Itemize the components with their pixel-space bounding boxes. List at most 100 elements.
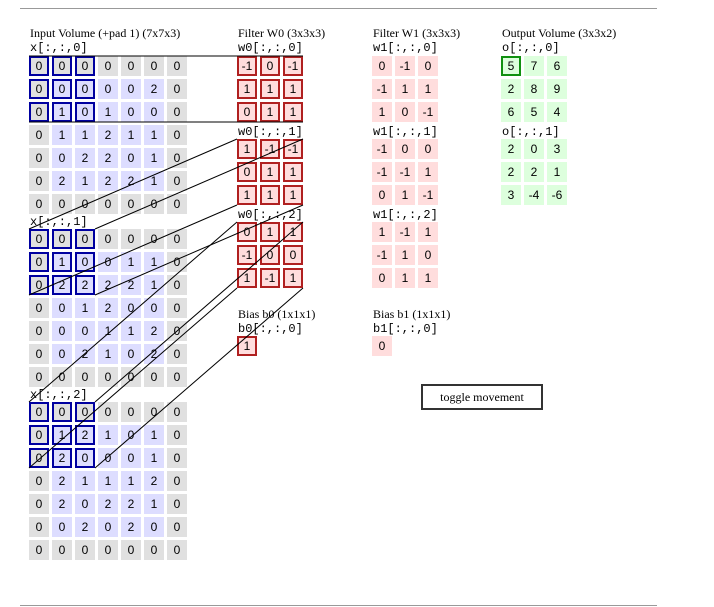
grid-cell: 1 (98, 344, 118, 364)
grid-cell: 0 (98, 517, 118, 537)
grid-cell: 0 (372, 185, 392, 205)
grid-cell: 2 (75, 275, 95, 295)
grid-cell: -1 (418, 102, 438, 122)
grid-cell: 2 (98, 275, 118, 295)
grid-cell: 2 (75, 425, 95, 445)
grid-cell: 0 (52, 344, 72, 364)
grid-cell: 0 (144, 367, 164, 387)
grid-cell: 1 (283, 79, 303, 99)
grid-cell: 0 (75, 367, 95, 387)
w0-slice-label: w0[:,:,2] (238, 208, 303, 222)
grid-cell: 0 (29, 275, 49, 295)
grid-cell: -1 (260, 139, 280, 159)
grid-cell: 0 (52, 148, 72, 168)
grid-cell: 0 (52, 517, 72, 537)
grid-cell: 2 (52, 494, 72, 514)
grid-cell: 2 (98, 298, 118, 318)
grid-cell: 0 (75, 194, 95, 214)
grid-cell: 0 (29, 471, 49, 491)
grid-cell: 1 (98, 321, 118, 341)
grid-cell: 0 (52, 540, 72, 560)
grid-cell: -1 (237, 245, 257, 265)
grid-cell: 0 (144, 517, 164, 537)
grid-cell: -6 (547, 185, 567, 205)
grid-cell: 1 (52, 252, 72, 272)
input-volume-title: Input Volume (+pad 1) (7x7x3) (30, 26, 181, 40)
grid-cell: 0 (167, 425, 187, 445)
grid-cell: 9 (547, 79, 567, 99)
grid-cell: 0 (29, 367, 49, 387)
output-slice-label: o[:,:,0] (502, 41, 560, 55)
grid-cell: 1 (395, 245, 415, 265)
grid-cell: 0 (121, 367, 141, 387)
grid-cell: 0 (29, 425, 49, 445)
grid-cell: 0 (75, 79, 95, 99)
grid-cell: 1 (395, 268, 415, 288)
grid-cell: 1 (260, 162, 280, 182)
filter-w0-title: Filter W0 (3x3x3) (238, 26, 326, 40)
grid-cell: -1 (372, 162, 392, 182)
grid-cell: -1 (372, 139, 392, 159)
grid-cell: 0 (121, 102, 141, 122)
grid-cell: 0 (144, 56, 164, 76)
grid-cell: 0 (75, 540, 95, 560)
grid-cell: 2 (98, 494, 118, 514)
grid-cell: 0 (98, 252, 118, 272)
grid-cell: 1 (418, 162, 438, 182)
grid-cell: 2 (121, 171, 141, 191)
grid-cell: 0 (167, 102, 187, 122)
grid-cell: 1 (75, 471, 95, 491)
grid-cell: -1 (395, 162, 415, 182)
grid-cell: 2 (144, 321, 164, 341)
grid-cell: 0 (29, 171, 49, 191)
input-slice-label: x[:,:,1] (30, 215, 88, 229)
grid-cell: 3 (501, 185, 521, 205)
grid-cell: 0 (144, 229, 164, 249)
bias-b1-label: b1[:,:,0] (373, 322, 438, 336)
grid-cell: 1 (52, 102, 72, 122)
w1-slice-label: w1[:,:,1] (373, 125, 438, 139)
grid-cell: 0 (121, 344, 141, 364)
grid-cell: 3 (547, 139, 567, 159)
grid-cell: 0 (29, 194, 49, 214)
grid-cell: 1 (547, 162, 567, 182)
grid-cell: 0 (167, 494, 187, 514)
grid-cell: -1 (395, 222, 415, 242)
grid-cell: 0 (29, 321, 49, 341)
grid-cell: 0 (75, 321, 95, 341)
grid-cell: 1 (237, 268, 257, 288)
input-slice-label: x[:,:,0] (30, 41, 88, 55)
grid-cell: 6 (501, 102, 521, 122)
grid-cell: 0 (418, 56, 438, 76)
grid-cell: 0 (121, 448, 141, 468)
bias-b0-label: b0[:,:,0] (238, 322, 303, 336)
grid-cell: 0 (167, 367, 187, 387)
grid-cell: 5 (524, 102, 544, 122)
grid-cell: 0 (144, 102, 164, 122)
grid-cell: 0 (121, 148, 141, 168)
grid-cell: 0 (29, 494, 49, 514)
grid-cell: 0 (29, 229, 49, 249)
grid-cell: 2 (75, 517, 95, 537)
grid-cell: 0 (167, 448, 187, 468)
grid-cell: 1 (98, 471, 118, 491)
grid-cell: 1 (283, 222, 303, 242)
grid-cell: 0 (167, 148, 187, 168)
bias-b1-title: Bias b1 (1x1x1) (373, 307, 451, 321)
grid-cell: 1 (237, 185, 257, 205)
grid-cell: 0 (237, 102, 257, 122)
grid-cell: -1 (372, 79, 392, 99)
grid-cell: 0 (418, 139, 438, 159)
grid-cell: 0 (29, 56, 49, 76)
grid-cell: 2 (75, 344, 95, 364)
grid-cell: 2 (144, 79, 164, 99)
input-slice-label: x[:,:,2] (30, 388, 88, 402)
grid-cell: 1 (121, 252, 141, 272)
grid-cell: 1 (144, 448, 164, 468)
toggle-movement-button[interactable]: toggle movement (421, 384, 543, 410)
grid-cell: 0 (75, 448, 95, 468)
grid-cell: 0 (98, 448, 118, 468)
grid-cell: 0 (98, 194, 118, 214)
grid-cell: 1 (98, 425, 118, 445)
grid-cell: 0 (524, 139, 544, 159)
